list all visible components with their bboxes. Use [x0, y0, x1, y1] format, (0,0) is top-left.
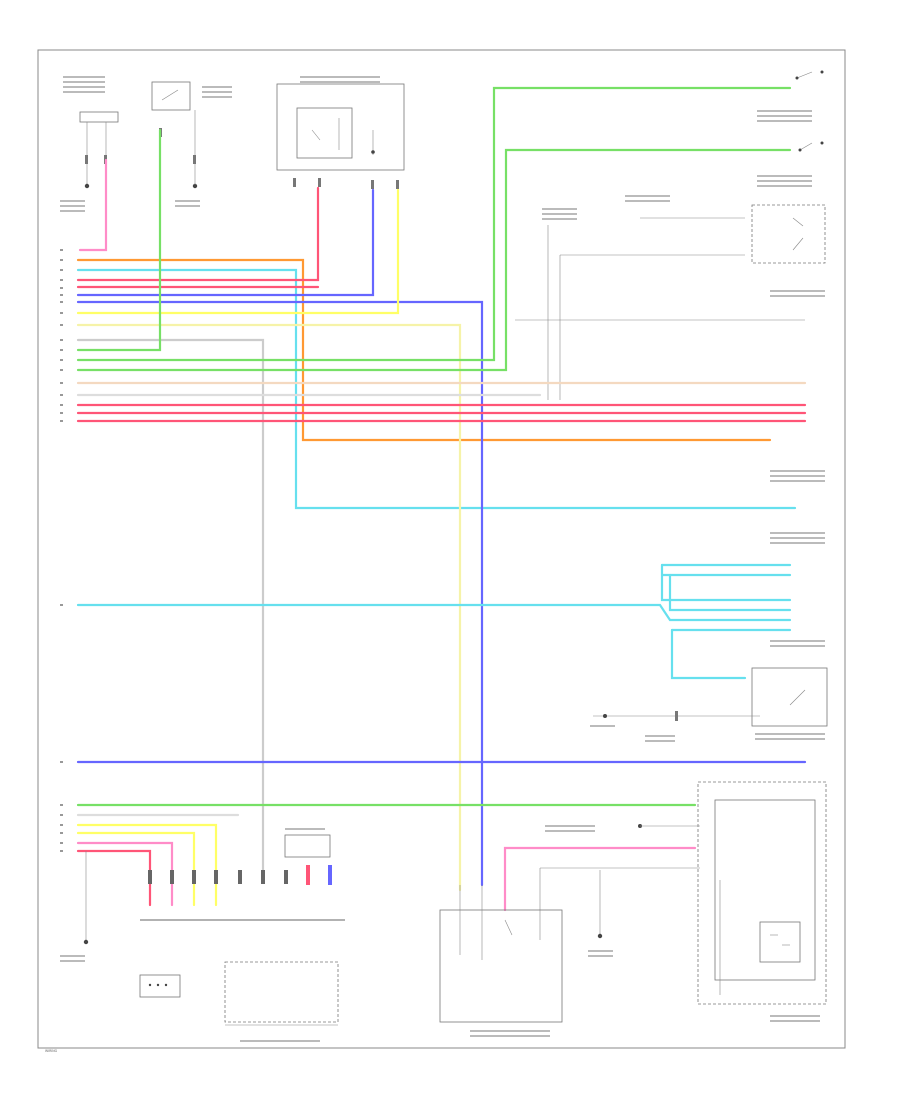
pin-number-ticks: [60, 249, 63, 852]
junction-block-mid: [515, 217, 805, 400]
wire-pink-c: [503, 846, 697, 912]
wire-red-a: [76, 186, 320, 282]
bottom-middle-module: [439, 885, 563, 1023]
lower-wires: [76, 760, 807, 945]
wire-blue-b: [76, 300, 484, 887]
wire-green-a: [76, 128, 162, 352]
wire-red-f: [76, 849, 152, 907]
wire-pink: [78, 158, 108, 252]
footer-code: WIRING: [45, 1049, 58, 1053]
relay-module: [276, 83, 405, 189]
wire-yellow-b: [76, 823, 218, 907]
wire-green-b: [76, 86, 792, 362]
top-left-sensor: [79, 111, 119, 189]
bottom-connector-pins: [140, 834, 345, 921]
wire-gray: [76, 338, 265, 877]
wire-blue-a: [76, 188, 375, 297]
wire-green-c: [76, 148, 792, 372]
light-blue-cluster: [76, 563, 828, 727]
wire-light-yellow: [76, 323, 462, 892]
wire-orange: [76, 258, 772, 442]
wire-pink-b: [76, 841, 174, 907]
wire-bundle: [76, 86, 807, 892]
bottom-right-module: [697, 781, 827, 1005]
wire-yellow-a: [76, 188, 400, 315]
switch-top-right: [751, 70, 826, 264]
brake-switch-component: [151, 81, 198, 189]
diagram-frame: [37, 49, 846, 1049]
label-blocks: [60, 76, 825, 1042]
bottom-left-module: [139, 961, 339, 1026]
wire-light-blue-a: [76, 268, 797, 510]
